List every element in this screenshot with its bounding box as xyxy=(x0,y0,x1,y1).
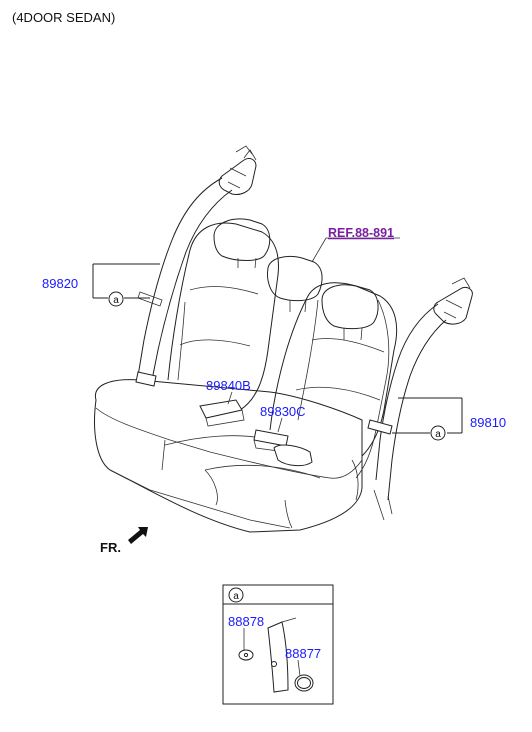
detail-a-marker: a xyxy=(233,591,239,602)
callout-marker-label: a xyxy=(113,295,119,306)
part-label-89840b[interactable]: 89840B xyxy=(206,378,251,393)
callout-circle-left: a xyxy=(108,291,124,307)
labels: REF.88-891 89820 89840B 89830C 89810 a a xyxy=(42,226,506,441)
part-label-89810[interactable]: 89810 xyxy=(470,415,506,430)
part-label-89830c[interactable]: 89830C xyxy=(260,404,306,419)
left-belt-assembly xyxy=(135,145,257,387)
buckle-center xyxy=(253,429,313,467)
cap-part xyxy=(294,674,314,692)
detail-a-box: a 88878 88877 xyxy=(222,584,334,705)
anchor-cover-part xyxy=(238,649,254,661)
part-label-88877[interactable]: 88877 xyxy=(285,646,321,661)
callout-circle-right: a xyxy=(430,425,446,441)
rear-seat-drawing xyxy=(94,218,398,533)
front-direction-label: FR. xyxy=(100,540,121,555)
buckle-left xyxy=(199,399,245,427)
front-direction-indicator: FR. xyxy=(100,527,148,555)
ref-link-label[interactable]: REF.88-891 xyxy=(328,226,394,240)
front-arrow-icon xyxy=(128,527,148,544)
callout-marker-label: a xyxy=(435,429,441,440)
page-title: (4DOOR SEDAN) xyxy=(12,10,115,25)
part-label-88878[interactable]: 88878 xyxy=(228,614,264,629)
right-belt-assembly xyxy=(367,277,473,521)
part-label-89820[interactable]: 89820 xyxy=(42,276,78,291)
leader-lines xyxy=(92,237,463,434)
